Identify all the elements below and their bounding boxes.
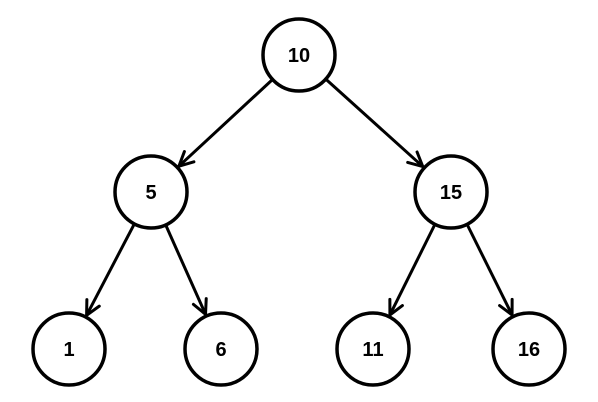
node-circle: [261, 17, 337, 93]
edge-arrow-right-to-right-left: [390, 224, 436, 315]
tree-node-right-left: 11: [335, 311, 411, 387]
node-value-label: 5: [145, 182, 156, 204]
tree-node-left: 5: [113, 154, 189, 230]
node-circle: [183, 311, 259, 387]
edges: [87, 78, 513, 316]
tree-node-right-right: 16: [491, 311, 567, 387]
edge-arrow-root-to-right: [325, 78, 422, 167]
node-value-label: 6: [215, 339, 226, 361]
tree-node-right: 15: [413, 154, 489, 230]
edge-arrow-left-to-left-left: [87, 224, 136, 316]
tree-node-root: 10: [261, 17, 337, 93]
node-circle: [335, 311, 411, 387]
edge-arrow-right-to-right-right: [466, 224, 512, 315]
edge-arrow-left-to-left-right: [164, 225, 205, 315]
node-value-label: 16: [518, 339, 540, 361]
node-circle: [491, 311, 567, 387]
node-value-label: 11: [362, 339, 383, 361]
node-value-label: 1: [63, 339, 74, 361]
node-circle: [31, 311, 107, 387]
tree-node-left-right: 6: [183, 311, 259, 387]
node-value-label: 10: [288, 45, 310, 67]
node-circle: [413, 154, 489, 230]
tree-node-left-left: 1: [31, 311, 107, 387]
node-circle: [113, 154, 189, 230]
edge-arrow-root-to-left: [179, 79, 273, 166]
node-value-label: 15: [440, 182, 462, 204]
